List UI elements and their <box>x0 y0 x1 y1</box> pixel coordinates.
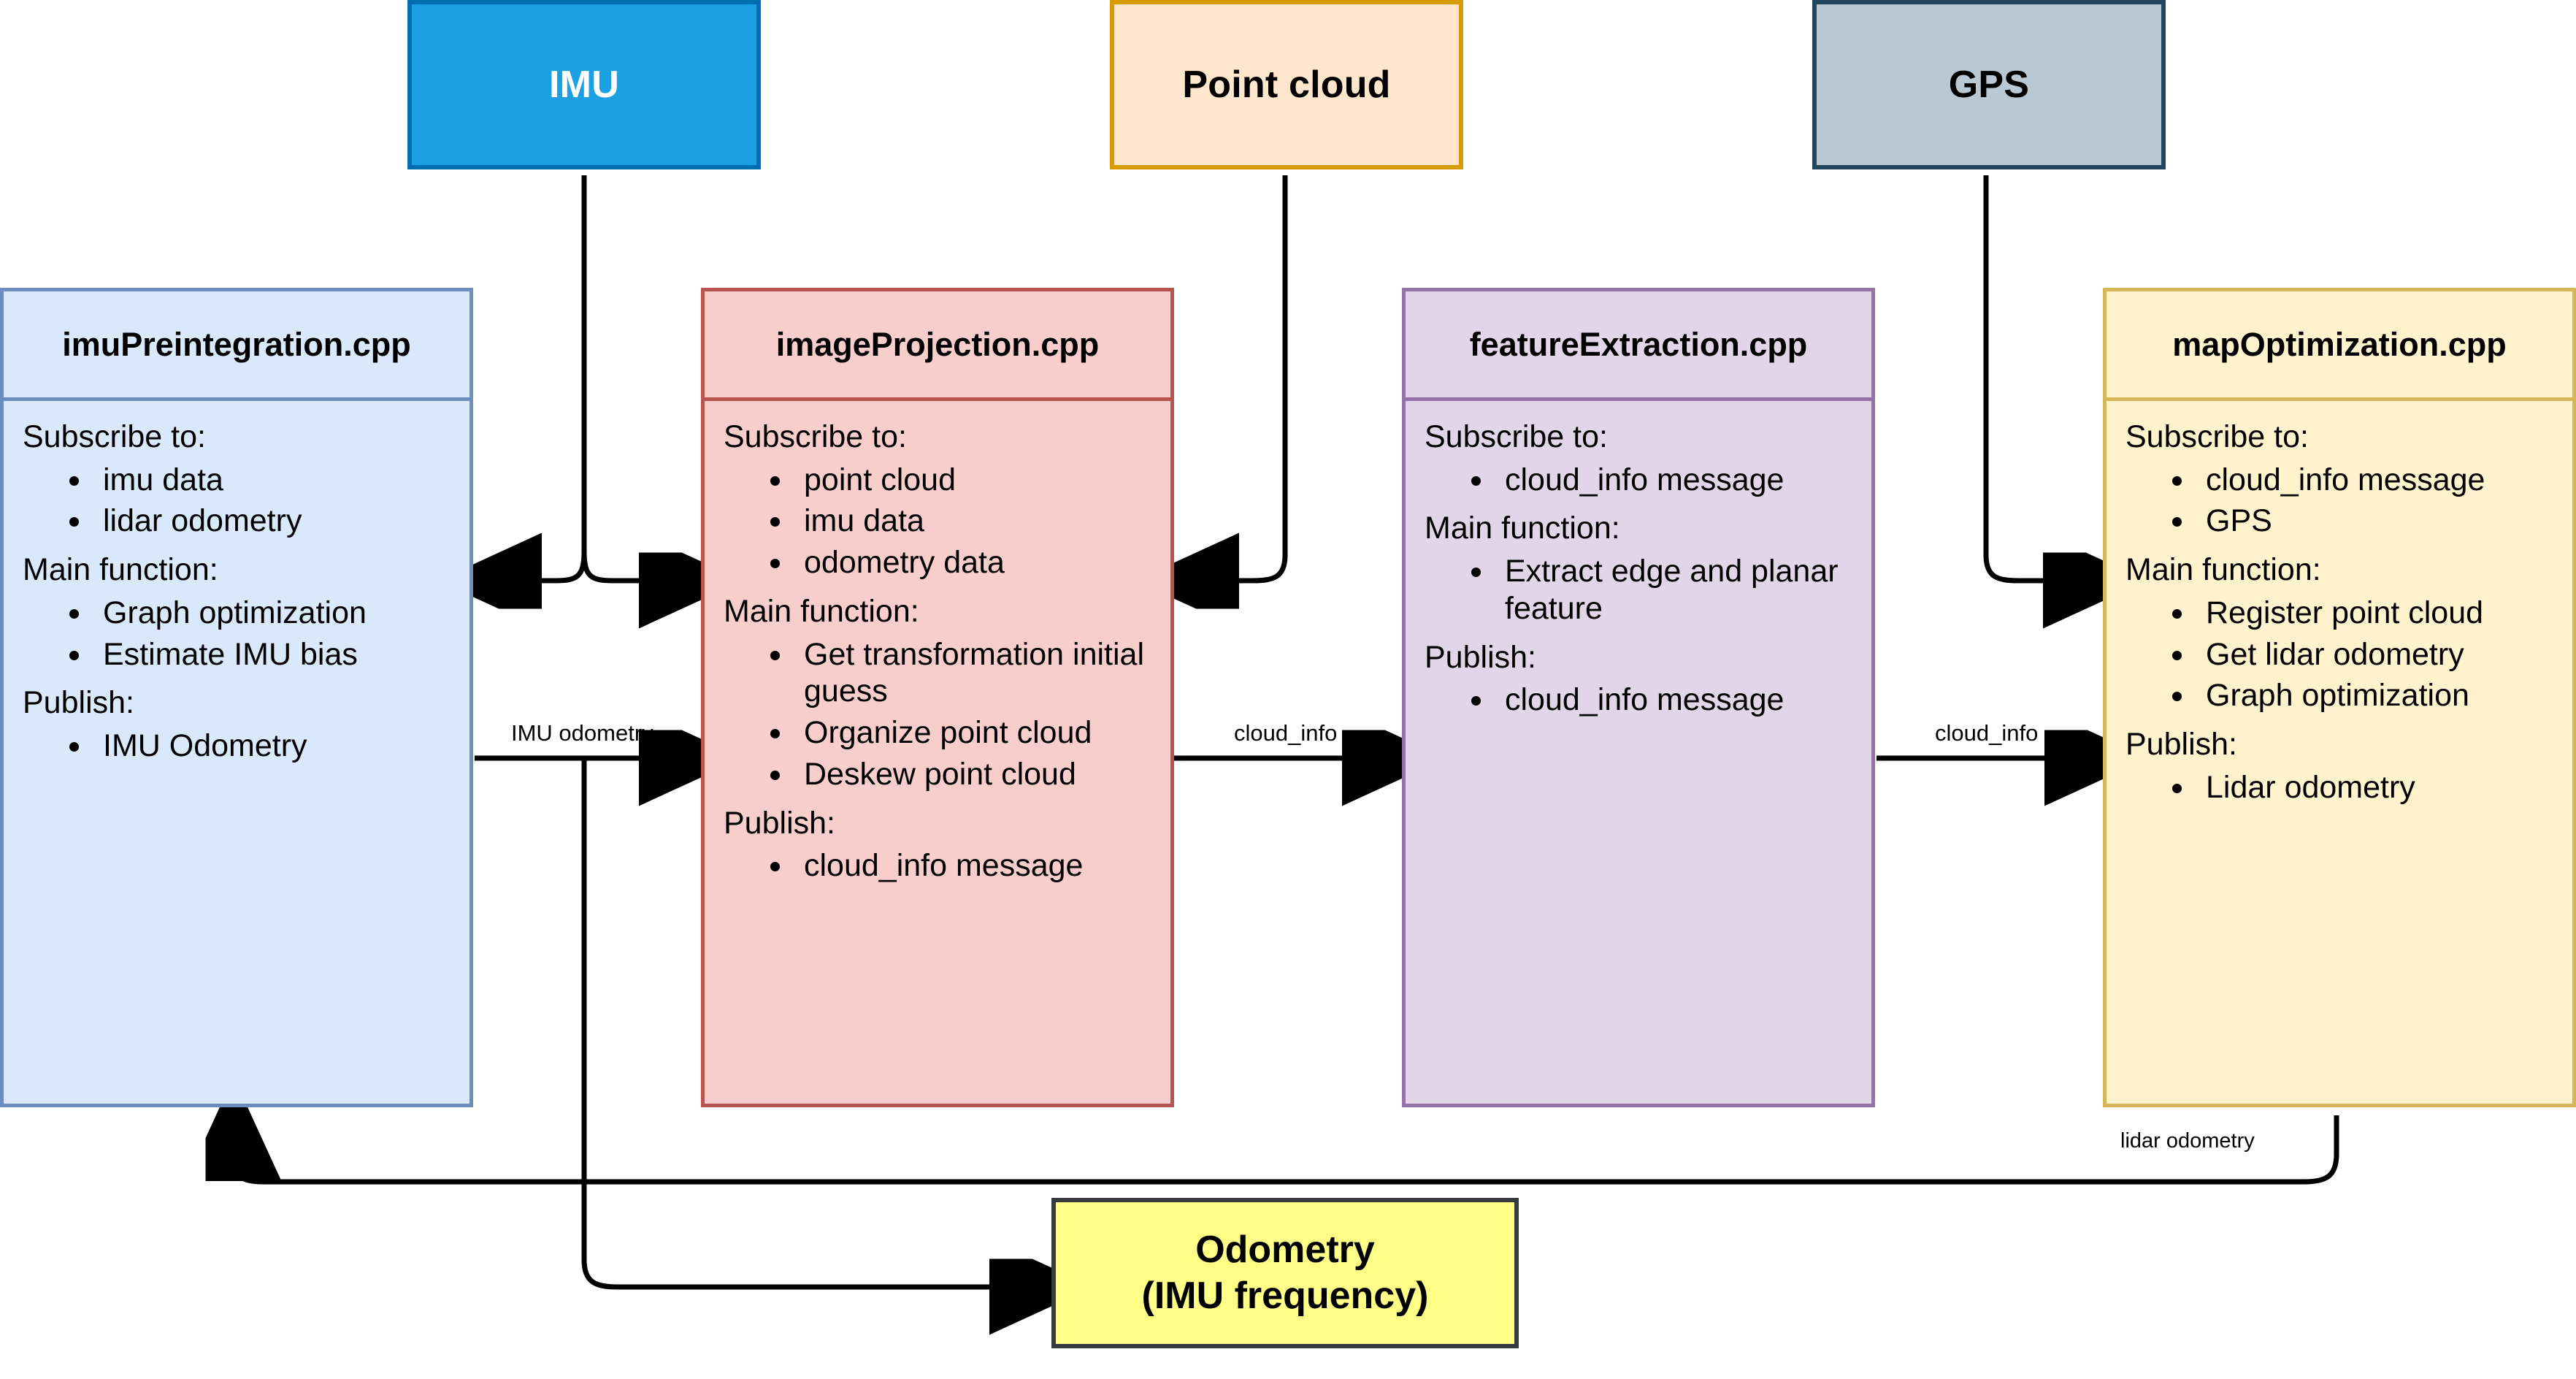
sensor-label-gps: GPS <box>1948 64 2030 106</box>
list-item: Graph optimization <box>93 595 451 632</box>
section-heading: Subscribe to: <box>2125 419 2309 454</box>
list-item: Register point cloud <box>2196 595 2553 632</box>
list-item: Extract edge and planar feature <box>1495 553 1852 627</box>
section-list: cloud_info message <box>1425 681 1852 719</box>
section-heading: Publish: <box>1425 639 1536 675</box>
list-item: Estimate IMU bias <box>93 636 451 673</box>
section-heading: Publish: <box>2125 727 2237 763</box>
section-heading: Main function: <box>724 593 919 629</box>
section-heading: Subscribe to: <box>23 419 206 454</box>
section-heading: Main function: <box>1425 511 1620 546</box>
list-item: imu data <box>93 462 451 499</box>
sensor-box-gps[interactable]: GPS <box>1812 0 2166 169</box>
module-title-imu-preintegration: imuPreintegration.cpp <box>4 291 469 401</box>
list-item: cloud_info message <box>1495 681 1852 719</box>
sensor-box-imu[interactable]: IMU <box>407 0 761 169</box>
section-heading: Subscribe to: <box>1425 419 1608 454</box>
wire-imu-to-imupreintegration <box>486 551 587 581</box>
list-item: Graph optimization <box>2196 677 2553 714</box>
section-heading: Subscribe to: <box>724 419 907 454</box>
edge-label-cloud-info-1: cloud_info <box>1234 720 1338 746</box>
section-heading: Publish: <box>724 805 835 841</box>
output-box-odometry[interactable]: Odometry (IMU frequency) <box>1051 1198 1519 1348</box>
section-list: Extract edge and planar feature <box>1425 553 1852 627</box>
list-item: lidar odometry <box>93 503 451 540</box>
module-title-map-optimization: mapOptimization.cpp <box>2107 291 2572 401</box>
list-item: Get transformation initial guess <box>794 636 1151 710</box>
section-heading: Publish: <box>23 685 134 721</box>
edge-label-imu-odometry: IMU odometry <box>511 720 653 746</box>
module-panel-feature-extraction[interactable]: featureExtraction.cpp Subscribe to: clou… <box>1402 288 1875 1107</box>
list-item: IMU Odometry <box>93 727 451 765</box>
section-list: cloud_info message GPS <box>2125 462 2553 540</box>
module-panel-image-projection[interactable]: imageProjection.cpp Subscribe to: point … <box>701 288 1174 1107</box>
section-heading: Main function: <box>2125 552 2321 588</box>
section-list: Register point cloud Get lidar odometry … <box>2125 595 2553 714</box>
output-label-line2: (IMU frequency) <box>1141 1275 1429 1317</box>
list-item: Organize point cloud <box>794 714 1151 752</box>
list-item: imu data <box>794 503 1151 540</box>
module-body-map-optimization: Subscribe to: cloud_info message GPS Mai… <box>2107 401 2572 1104</box>
module-panel-map-optimization[interactable]: mapOptimization.cpp Subscribe to: cloud_… <box>2103 288 2576 1107</box>
list-item: cloud_info message <box>794 847 1151 885</box>
section-heading: Main function: <box>23 552 218 588</box>
list-item: cloud_info message <box>1495 462 1852 499</box>
section-list: Get transformation initial guess Organiz… <box>724 636 1151 793</box>
wire-gps-to-mapoptimization <box>1983 175 2099 581</box>
sensor-box-point-cloud[interactable]: Point cloud <box>1110 0 1463 169</box>
sensor-label-point-cloud: Point cloud <box>1182 64 1391 106</box>
section-list: cloud_info message <box>1425 462 1852 499</box>
edge-label-cloud-info-2: cloud_info <box>1935 720 2039 746</box>
wire-lidar-odometry-feedback <box>234 1115 2339 1185</box>
list-item: odometry data <box>794 544 1151 581</box>
module-panel-imu-preintegration[interactable]: imuPreintegration.cpp Subscribe to: imu … <box>0 288 473 1107</box>
section-list: Lidar odometry <box>2125 769 2553 806</box>
module-body-imu-preintegration: Subscribe to: imu data lidar odometry Ma… <box>4 401 469 1104</box>
module-title-image-projection: imageProjection.cpp <box>705 291 1170 401</box>
list-item: Lidar odometry <box>2196 769 2553 806</box>
wire-imu-to-imageprojection <box>581 551 695 581</box>
module-title-feature-extraction: featureExtraction.cpp <box>1406 291 1871 401</box>
section-list: Graph optimization Estimate IMU bias <box>23 595 451 673</box>
list-item: Deskew point cloud <box>794 756 1151 793</box>
list-item: point cloud <box>794 462 1151 499</box>
sensor-label-imu: IMU <box>549 64 619 106</box>
list-item: Get lidar odometry <box>2196 636 2553 673</box>
list-item: GPS <box>2196 503 2553 540</box>
section-list: imu data lidar odometry <box>23 462 451 540</box>
module-body-image-projection: Subscribe to: point cloud imu data odome… <box>705 401 1170 1104</box>
section-list: point cloud imu data odometry data <box>724 462 1151 581</box>
list-item: cloud_info message <box>2196 462 2553 499</box>
section-list: IMU Odometry <box>23 727 451 765</box>
output-label-line1: Odometry <box>1195 1228 1375 1271</box>
module-body-feature-extraction: Subscribe to: cloud_info message Main fu… <box>1406 401 1871 1104</box>
section-list: cloud_info message <box>724 847 1151 885</box>
wire-pointcloud-to-imageprojection <box>1183 175 1288 581</box>
edge-label-lidar-odometry: lidar odometry <box>2120 1129 2255 1153</box>
